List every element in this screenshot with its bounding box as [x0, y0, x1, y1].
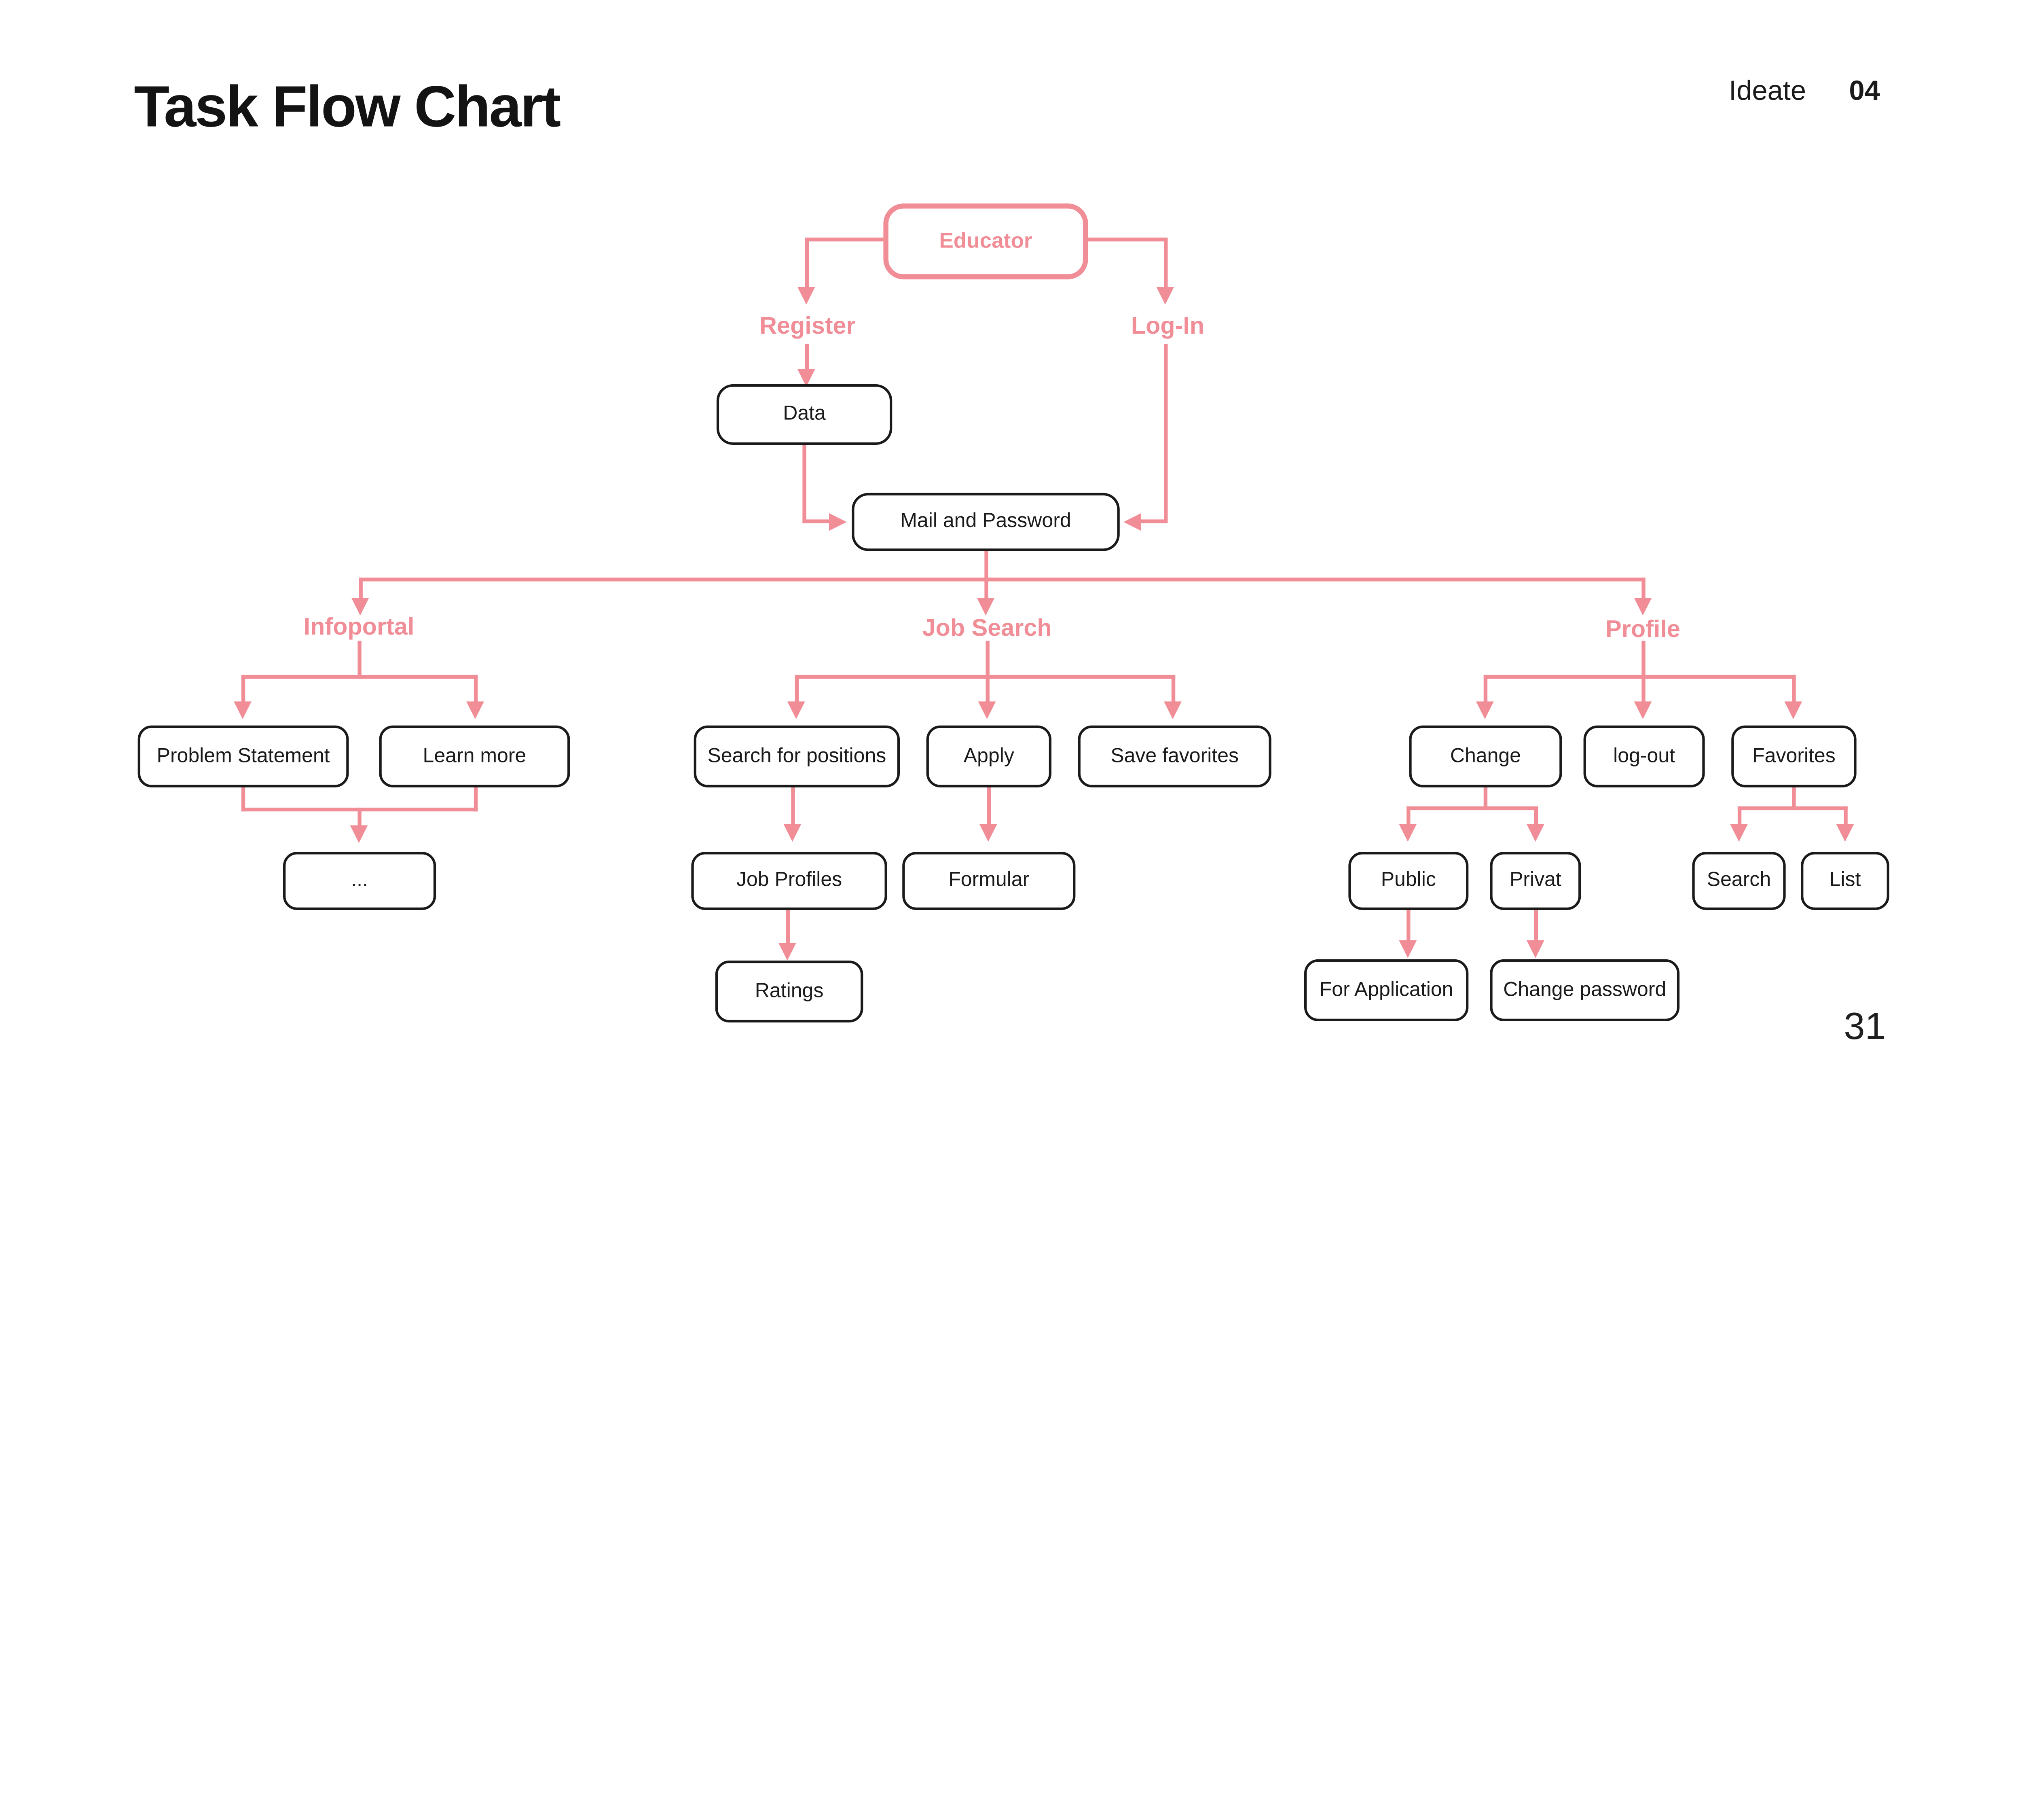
node-problem: Problem Statement: [137, 725, 349, 787]
arrowhead-down: [1784, 701, 1802, 720]
page-title: Task Flow Chart: [134, 73, 561, 139]
arrowhead-down: [1634, 701, 1652, 720]
arrowhead-down: [234, 701, 252, 720]
arrowhead-down: [1399, 824, 1417, 842]
section-number: 04: [1849, 74, 1880, 106]
drop-profile: [1641, 578, 1646, 599]
node-search: Search: [1692, 852, 1786, 910]
connector-apply-formular: [987, 787, 991, 827]
connector-login-mail: [1164, 344, 1168, 523]
node-formular: Formular: [902, 852, 1076, 910]
connector-data-mail: [802, 445, 806, 523]
connector-profile-bar: [1641, 641, 1646, 703]
arrowhead-left: [1123, 513, 1141, 531]
connector-jobsearch-bar: [986, 641, 990, 703]
node-more: ...: [283, 852, 436, 910]
arm-learn: [474, 675, 478, 703]
arm-list: [1844, 806, 1848, 825]
arrowhead-down: [1399, 940, 1417, 958]
connector-searchpos-jobprofiles: [791, 787, 795, 827]
label-profile: Profile: [1605, 617, 1680, 643]
node-jobprofiles: Job Profiles: [691, 852, 887, 910]
favorites-bar: [1737, 806, 1848, 811]
section-label: Ideate: [1729, 74, 1806, 106]
node-list: List: [1801, 852, 1889, 910]
arm-savefav: [1171, 675, 1176, 703]
connector-privat-changepw: [1534, 910, 1538, 942]
connector-educator-login: [1164, 237, 1168, 288]
node-savefav: Save favorites: [1078, 725, 1271, 787]
arrowhead-down: [797, 287, 815, 305]
node-change: Change: [1409, 725, 1562, 787]
infoportal-bar: [241, 675, 478, 679]
node-educator: Educator: [883, 203, 1088, 279]
node-learn: Learn more: [379, 725, 570, 787]
node-logout: log-out: [1583, 725, 1705, 787]
merge-drop: [357, 807, 362, 827]
label-register: Register: [759, 313, 856, 340]
change-bar: [1407, 806, 1538, 811]
arrowhead-down: [466, 701, 484, 720]
node-searchpos: Search for positions: [694, 725, 900, 787]
arm-favorites: [1792, 675, 1796, 703]
arrowhead-down: [1634, 598, 1652, 616]
arm-problem: [241, 675, 245, 703]
arrowhead-down: [351, 598, 369, 616]
arrowhead-down: [797, 369, 815, 387]
node-forapp: For Application: [1304, 959, 1469, 1021]
node-privat: Privat: [1490, 852, 1581, 910]
connector-change-bar: [1483, 787, 1488, 811]
connector-public-forapp: [1407, 910, 1411, 942]
connector-register-data: [805, 344, 809, 372]
arrowhead-down: [783, 824, 802, 842]
arm-privat: [1534, 806, 1538, 825]
node-favorites: Favorites: [1731, 725, 1857, 787]
connector-educator-login: [1088, 237, 1167, 241]
connector-educator-register: [807, 237, 884, 241]
arm-search: [1737, 806, 1742, 825]
arrowhead-down: [1730, 824, 1748, 842]
arrowhead-down: [1164, 701, 1182, 720]
merge-learn: [474, 787, 478, 812]
arrowhead-down: [1527, 824, 1544, 842]
connector-educator-register: [805, 237, 809, 288]
slide: Task Flow Chart Ideate 04 31: [134, 73, 1889, 1048]
node-data: Data: [716, 384, 893, 445]
arrowhead-down: [778, 943, 796, 961]
arrowhead-down: [977, 598, 995, 616]
arrowhead-down: [978, 701, 996, 720]
label-login: Log-In: [1131, 313, 1205, 340]
connector-favorites-bar: [1792, 787, 1796, 811]
arrowhead-down: [979, 824, 997, 842]
arrowhead-down: [350, 825, 368, 843]
arrowhead-down: [1527, 940, 1544, 958]
jobsearch-bar: [795, 675, 1176, 679]
node-public: Public: [1348, 852, 1469, 910]
arrowhead-down: [1836, 824, 1854, 842]
arrowhead-down: [787, 701, 805, 720]
node-changepw: Change password: [1490, 959, 1680, 1021]
header-section: Ideate 04: [1729, 74, 1880, 107]
connector-jobprofiles-ratings: [786, 910, 790, 944]
arm-change: [1483, 675, 1488, 703]
merge-problem: [241, 787, 245, 812]
node-mail: Mail and Password: [852, 493, 1120, 551]
arrowhead-down: [1476, 701, 1494, 720]
connector-infoportal-bar: [357, 641, 362, 679]
label-jobsearch: Job Search: [922, 615, 1052, 642]
connector-login-mail: [1141, 519, 1168, 523]
node-apply: Apply: [926, 725, 1051, 787]
arrowhead-down: [1156, 287, 1174, 305]
arrowhead-right: [829, 513, 847, 531]
arm-public: [1407, 806, 1411, 825]
arm-searchpos: [795, 675, 799, 703]
main-branch-bar: [359, 578, 1646, 582]
connector-data-mail: [802, 519, 829, 523]
page-number: 31: [1844, 1006, 1886, 1048]
drop-infoportal: [359, 578, 363, 599]
connector-mail-branches: [984, 551, 988, 599]
label-infoportal: Infoportal: [303, 614, 415, 641]
node-ratings: Ratings: [715, 961, 863, 1023]
profile-bar: [1483, 675, 1796, 679]
